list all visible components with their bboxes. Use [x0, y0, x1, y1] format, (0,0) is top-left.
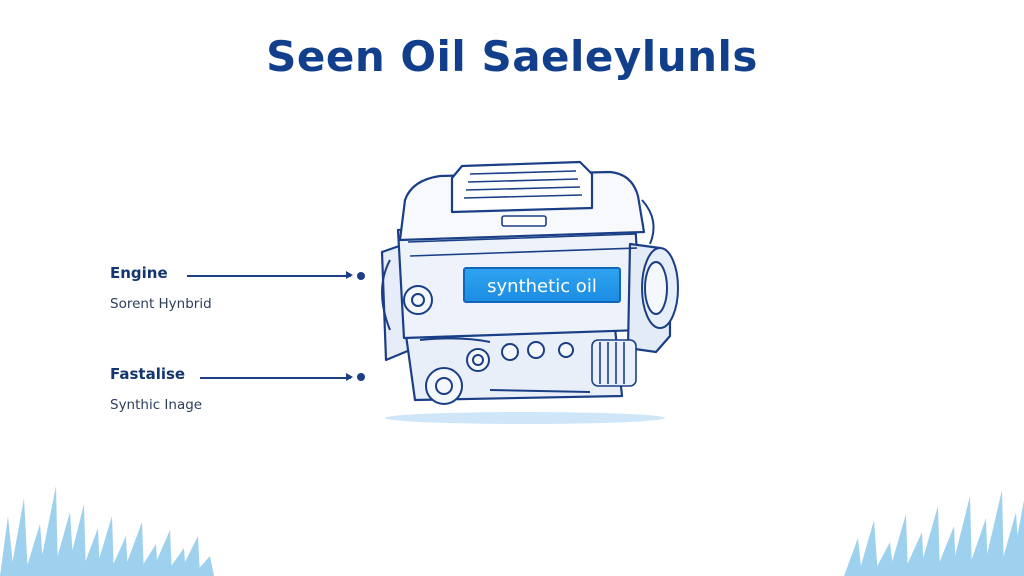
callout-engine-sub: Sorent Hynbrid	[110, 296, 212, 312]
engine-pipes	[381, 199, 655, 393]
fastalise-leader-arrow	[200, 373, 353, 381]
hood-ribs	[407, 170, 638, 257]
arrowhead-icon	[346, 373, 353, 381]
engine-leader-arrow	[187, 271, 353, 279]
engine-leader-dot	[357, 272, 365, 280]
engine-illustration	[380, 160, 679, 424]
grass-right-decoration	[844, 490, 1024, 576]
lower-cylinder	[591, 339, 637, 387]
engine-shadow	[385, 412, 665, 424]
fastalise-leader-dot	[357, 373, 365, 381]
page-title: Seen Oil Saeleylunls	[266, 32, 758, 81]
pulley-group	[403, 247, 679, 405]
callout-engine-label: Engine	[110, 264, 168, 282]
callout-engine: Engine Sorent Hynbrid	[110, 264, 212, 312]
callout-fastalise-label: Fastalise	[110, 365, 186, 383]
synthetic-oil-tag: synthetic oil	[463, 267, 621, 303]
grass-left-decoration	[0, 486, 214, 576]
arrowhead-icon	[346, 271, 353, 279]
callout-fastalise-sub: Synthic Inage	[110, 397, 203, 413]
callout-fastalise: Fastalise Synthic Inage	[110, 365, 202, 413]
